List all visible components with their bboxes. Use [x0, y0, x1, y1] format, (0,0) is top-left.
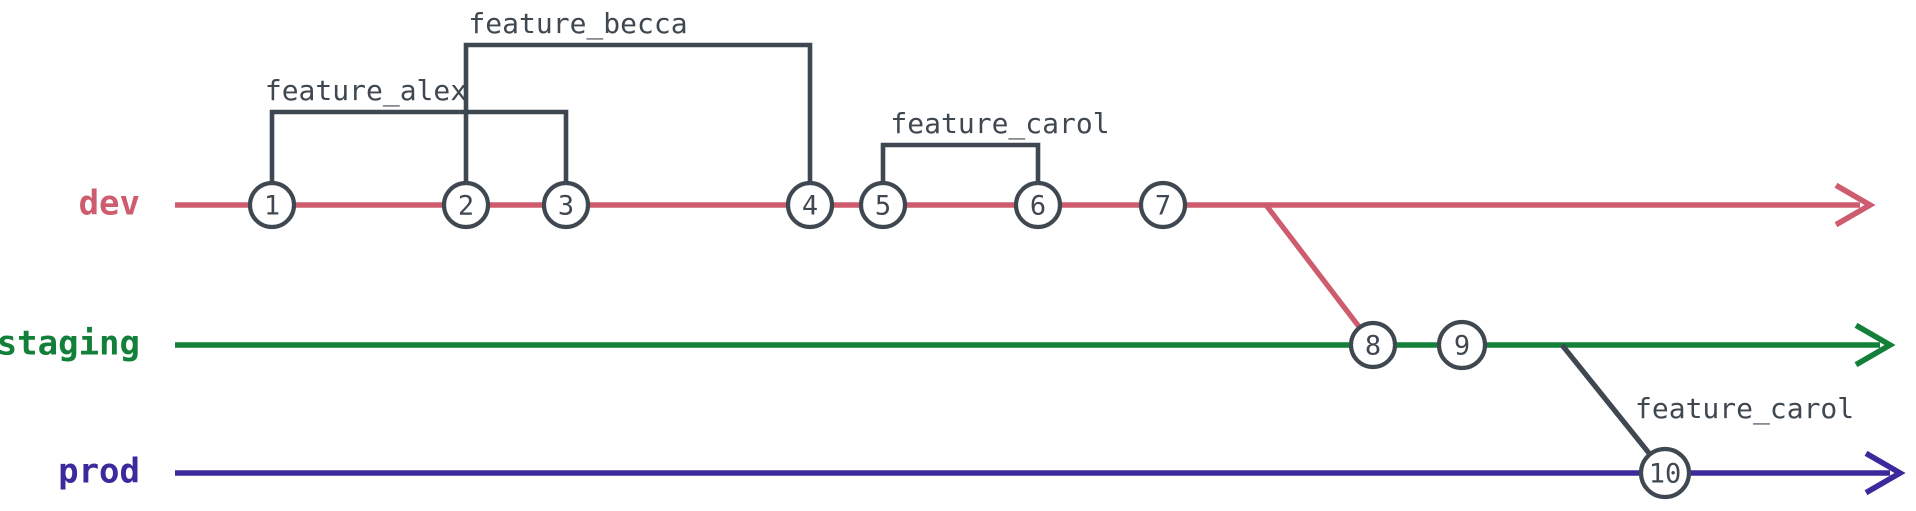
merge-staging-to-prod[interactable]: feature_carol: [1559, 343, 1854, 475]
commit-node-6[interactable]: 6: [1013, 180, 1063, 230]
commit-circle-7: [1138, 180, 1188, 230]
commit-label-2: 2: [458, 191, 474, 222]
commit-circle-1: [247, 180, 297, 230]
commit-circle-3: [541, 180, 591, 230]
commit-circle-4: [785, 180, 835, 230]
commit-label-4: 4: [802, 191, 818, 222]
commit-nodes-group: 1 2 3 4 5 6 7 8 9 10: [247, 180, 1692, 500]
merge-label-staging-to-prod: feature_carol: [1635, 392, 1854, 426]
lane-dev[interactable]: dev: [79, 182, 1876, 228]
lanes-group: dev staging prod: [0, 182, 1906, 496]
commit-label-8: 8: [1365, 331, 1381, 362]
feature-label-feature_alex: feature_alex: [265, 74, 467, 108]
commit-label-6: 6: [1030, 191, 1046, 222]
commit-node-1[interactable]: 1: [247, 180, 297, 230]
feature-bracket-feature_becca[interactable]: feature_becca: [463, 7, 813, 205]
lane-arrow-icon-prod: [1864, 450, 1906, 496]
merge-line-dev-to-staging: [1263, 203, 1376, 347]
commit-circle-9: [1436, 319, 1488, 371]
commit-label-9: 9: [1454, 331, 1470, 362]
feature-bracket-feature_alex[interactable]: feature_alex: [265, 74, 569, 205]
commit-label-10: 10: [1649, 459, 1682, 490]
lane-prod[interactable]: prod: [58, 450, 1906, 496]
commit-node-9[interactable]: 9: [1436, 319, 1488, 371]
commit-circle-6: [1013, 180, 1063, 230]
commit-node-10[interactable]: 10: [1638, 446, 1692, 500]
lane-staging[interactable]: staging: [0, 322, 1896, 368]
merge-dev-to-staging[interactable]: [1263, 203, 1376, 347]
feature-bracket-feature_carol[interactable]: feature_carol: [880, 107, 1110, 205]
commit-circle-8: [1348, 320, 1398, 370]
commit-circle-10: [1638, 446, 1692, 500]
feature-label-feature_carol: feature_carol: [890, 107, 1109, 141]
feature-label-feature_becca: feature_becca: [468, 7, 687, 41]
commit-circle-2: [441, 180, 491, 230]
commit-node-8[interactable]: 8: [1348, 320, 1398, 370]
commit-label-5: 5: [875, 191, 891, 222]
commit-node-4[interactable]: 4: [785, 180, 835, 230]
commit-node-2[interactable]: 2: [441, 180, 491, 230]
lane-label-prod: prod: [58, 452, 140, 492]
commit-circle-5: [858, 180, 908, 230]
lane-label-dev: dev: [79, 184, 140, 224]
commit-node-3[interactable]: 3: [541, 180, 591, 230]
lane-label-staging: staging: [0, 324, 140, 364]
commit-label-1: 1: [264, 191, 280, 222]
bracket-path-feature_alex: [269, 109, 569, 205]
commit-node-7[interactable]: 7: [1138, 180, 1188, 230]
commit-label-3: 3: [558, 191, 574, 222]
merge-line-staging-to-prod: [1559, 343, 1668, 475]
merge-lines-group: feature_carol: [1263, 203, 1854, 475]
commit-label-7: 7: [1155, 191, 1171, 222]
commit-node-5[interactable]: 5: [858, 180, 908, 230]
bracket-path-feature_becca: [463, 42, 813, 205]
lane-arrow-icon-dev: [1834, 182, 1876, 228]
lane-arrow-icon-staging: [1854, 322, 1896, 368]
bracket-path-feature_carol: [880, 142, 1041, 205]
